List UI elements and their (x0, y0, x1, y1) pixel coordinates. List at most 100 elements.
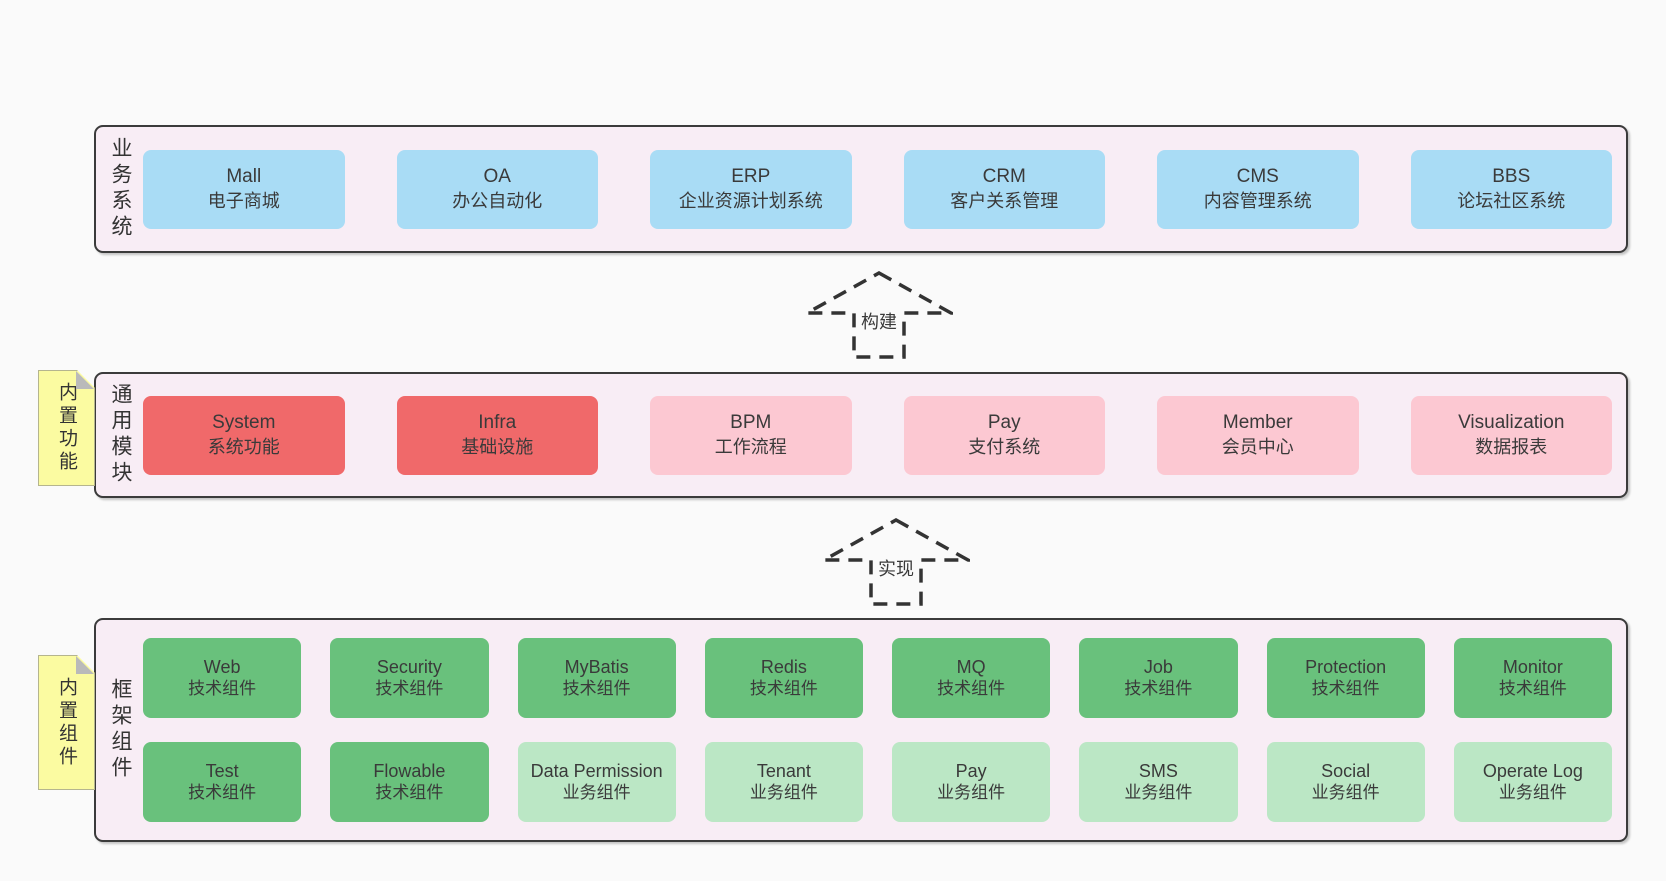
box-title: CMS (1236, 165, 1279, 187)
box-subtitle: 数据报表 (1475, 436, 1548, 457)
box-test: Test 技术组件 (143, 742, 302, 822)
box-pay-system: Pay 支付系统 (903, 395, 1105, 475)
box-social: Social 业务组件 (1266, 742, 1425, 822)
box-subtitle: 技术组件 (375, 679, 444, 699)
sticky-note-built-in-components: 内置组件 (38, 655, 95, 790)
folded-corner-icon (76, 371, 94, 389)
box-job: Job 技术组件 (1079, 638, 1238, 718)
box-title: OA (483, 165, 511, 187)
box-row: Mall 电子商城 OA 办公自动化 ERP 企业资源计划系统 CRM 客户关系… (143, 149, 1612, 229)
box-title: BBS (1492, 165, 1531, 187)
box-title: MQ (956, 656, 986, 677)
box-subtitle: 业务组件 (1311, 783, 1380, 803)
box-subtitle: 技术组件 (1498, 679, 1567, 699)
box-subtitle: 业务组件 (1498, 783, 1567, 803)
box-subtitle: 业务组件 (562, 783, 631, 803)
sticky-note-text: 内置功能 (56, 382, 77, 474)
arrow-label: 构建 (857, 307, 901, 335)
box-monitor: Monitor 技术组件 (1453, 638, 1612, 718)
box-subtitle: 会员中心 (1221, 436, 1294, 457)
box-title: Security (376, 656, 442, 677)
box-mybatis: MyBatis 技术组件 (517, 638, 676, 718)
box-title: Protection (1305, 656, 1387, 677)
box-subtitle: 工作流程 (714, 436, 787, 457)
box-subtitle: 技术组件 (749, 679, 818, 699)
band-label: 通用模块 (109, 383, 132, 487)
box-title: Test (205, 760, 239, 781)
band-common-modules: 通用模块 System 系统功能 Infra 基础设施 BPM 工作流程 Pay… (94, 372, 1628, 498)
box-protection: Protection 技术组件 (1266, 638, 1425, 718)
band-label: 框架组件 (109, 678, 132, 782)
folded-corner-icon (76, 656, 94, 674)
band-rows: Mall 电子商城 OA 办公自动化 ERP 企业资源计划系统 CRM 客户关系… (137, 149, 1626, 229)
box-title: SMS (1138, 760, 1178, 781)
box-data-permission: Data Permission 业务组件 (517, 742, 676, 822)
box-subtitle: 企业资源计划系统 (678, 190, 823, 211)
box-subtitle: 基础设施 (461, 436, 534, 457)
box-title: Visualization (1458, 411, 1565, 433)
box-visualization: Visualization 数据报表 (1410, 395, 1612, 475)
box-title: Pay (987, 411, 1021, 433)
box-title: Social (1321, 760, 1371, 781)
box-subtitle: 论坛社区系统 (1457, 190, 1566, 211)
box-title: Infra (478, 411, 517, 433)
sticky-note-text: 内置组件 (56, 676, 77, 769)
box-web: Web 技术组件 (143, 638, 302, 718)
dashed-up-arrow-build: 构建 (805, 271, 953, 359)
box-sms: SMS 业务组件 (1079, 742, 1238, 822)
box-subtitle: 技术组件 (375, 783, 444, 803)
box-title: MyBatis (564, 656, 629, 677)
box-subtitle: 技术组件 (937, 679, 1006, 699)
box-subtitle: 技术组件 (188, 783, 257, 803)
box-subtitle: 系统功能 (207, 436, 280, 457)
box-title: ERP (731, 165, 771, 187)
box-title: CRM (982, 165, 1026, 187)
box-title: Member (1222, 411, 1293, 433)
box-member: Member 会员中心 (1157, 395, 1359, 475)
box-subtitle: 内容管理系统 (1203, 190, 1312, 211)
box-subtitle: 业务组件 (749, 783, 818, 803)
box-tenant: Tenant 业务组件 (704, 742, 863, 822)
box-flowable: Flowable 技术组件 (330, 742, 489, 822)
box-erp: ERP 企业资源计划系统 (650, 149, 852, 229)
box-title: BPM (730, 411, 772, 433)
box-title: Redis (760, 656, 807, 677)
box-subtitle: 技术组件 (1311, 679, 1380, 699)
band-rows: Web 技术组件 Security 技术组件 MyBatis 技术组件 Redi… (137, 638, 1626, 822)
box-title: System (212, 411, 276, 433)
box-system: System 系统功能 (143, 395, 345, 475)
up-arrow-icon (822, 518, 970, 606)
band-framework-components: 框架组件 Web 技术组件 Security 技术组件 MyBatis 技术组件… (94, 618, 1628, 842)
box-mq: MQ 技术组件 (892, 638, 1051, 718)
box-oa: OA 办公自动化 (396, 149, 598, 229)
box-row: Test 技术组件 Flowable 技术组件 Data Permission … (143, 742, 1612, 822)
box-bpm: BPM 工作流程 (650, 395, 852, 475)
box-subtitle: 业务组件 (1124, 783, 1193, 803)
box-bbs: BBS 论坛社区系统 (1410, 149, 1612, 229)
box-title: Web (203, 656, 241, 677)
box-subtitle: 业务组件 (937, 783, 1006, 803)
box-redis: Redis 技术组件 (704, 638, 863, 718)
dashed-up-arrow-implement: 实现 (822, 518, 970, 606)
box-title: Mall (226, 165, 262, 187)
box-title: Job (1143, 656, 1173, 677)
box-subtitle: 办公自动化 (452, 190, 543, 211)
band-rows: System 系统功能 Infra 基础设施 BPM 工作流程 Pay 支付系统… (137, 395, 1626, 475)
arrow-label: 实现 (874, 554, 918, 582)
box-subtitle: 支付系统 (968, 436, 1041, 457)
box-subtitle: 技术组件 (1124, 679, 1193, 699)
box-title: Monitor (1502, 656, 1563, 677)
box-title: Tenant (756, 760, 811, 781)
box-cms: CMS 内容管理系统 (1157, 149, 1359, 229)
box-subtitle: 技术组件 (188, 679, 257, 699)
box-title: Data Permission (530, 760, 663, 781)
box-row: Web 技术组件 Security 技术组件 MyBatis 技术组件 Redi… (143, 638, 1612, 718)
box-crm: CRM 客户关系管理 (903, 149, 1105, 229)
box-subtitle: 电子商城 (207, 190, 280, 211)
up-arrow-icon (805, 271, 953, 359)
box-subtitle: 客户关系管理 (950, 190, 1059, 211)
box-operate-log: Operate Log 业务组件 (1453, 742, 1612, 822)
band-business-systems: 业务系统 Mall 电子商城 OA 办公自动化 ERP 企业资源计划系统 CRM… (94, 125, 1628, 253)
box-mall: Mall 电子商城 (143, 149, 345, 229)
